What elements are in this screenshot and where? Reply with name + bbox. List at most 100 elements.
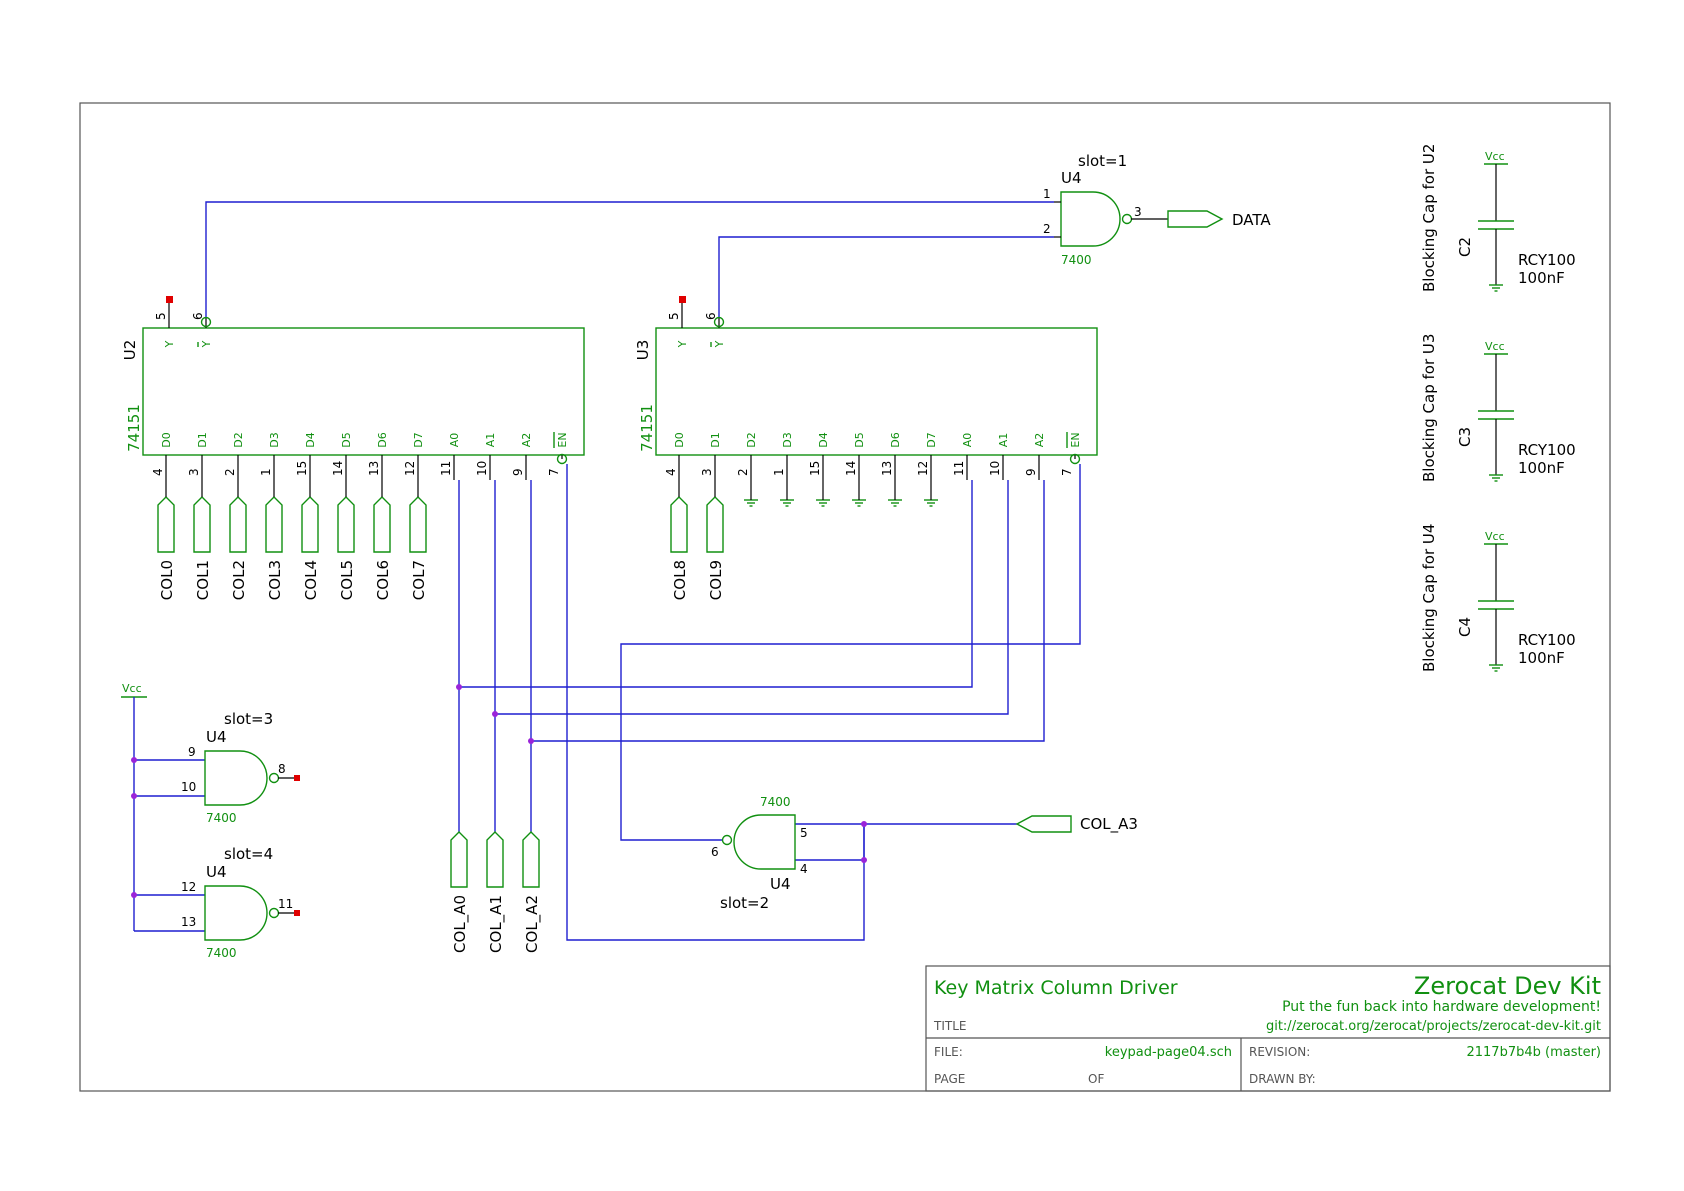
u2-pin-num: 13 (367, 461, 381, 476)
col-a2-port (522, 831, 540, 888)
u3-pin-name-d1: D1 (709, 432, 722, 447)
mux-u3-ref: U3 (634, 340, 652, 361)
nand-gate-slot2[interactable]: 7400 U4 slot=2 6 5 4 (711, 795, 808, 912)
gate1-value: 7400 (1061, 253, 1092, 267)
cap-ref: C2 (1456, 237, 1474, 257)
u3-input-label: COL8 (671, 560, 689, 600)
col-a0-port (450, 831, 468, 888)
cap-part: RCY100 (1518, 441, 1576, 459)
u2-pin-name-a2: A2 (520, 433, 533, 448)
nand-gate-slot4[interactable]: slot=4 U4 7400 12 13 11 (181, 845, 300, 960)
cap-ref: C3 (1456, 427, 1474, 447)
page-frame (79, 102, 1611, 1092)
data-output-port: DATA (1167, 210, 1271, 229)
file-caption: FILE: (934, 1045, 963, 1059)
u3-top-pin-num: 6 (704, 312, 718, 320)
u3-pin-name-a1: A1 (997, 433, 1010, 448)
u2-pin-num: 15 (295, 461, 309, 476)
u2-input-port (157, 496, 175, 553)
u2-pin-name-d2: D2 (232, 432, 245, 447)
nand-gate-slot3[interactable]: slot=3 U4 7400 9 10 8 (181, 710, 300, 825)
u3-pin-num: 1 (772, 468, 786, 476)
u2-input-label: COL4 (302, 560, 320, 600)
data-label: DATA (1232, 211, 1271, 229)
wire-u2-ybar-to-gate1 (205, 201, 1054, 317)
wire-u3-ybar-to-gate1 (718, 236, 1054, 317)
u3-pin-name-d3: D3 (781, 432, 794, 447)
u2-pin-num: 4 (151, 468, 165, 476)
u2-input-label: COL6 (374, 560, 392, 600)
gate4-ref: U4 (206, 863, 227, 881)
cap-note: Blocking Cap for U4 (1420, 524, 1438, 672)
company-name: Zerocat Dev Kit (1414, 972, 1601, 1000)
u3-y-noconnect (679, 296, 686, 303)
gate4-pin-b: 13 (181, 915, 196, 929)
page-caption: PAGE (934, 1072, 965, 1086)
cap-part: RCY100 (1518, 631, 1576, 649)
u2-pin-num: 3 (187, 468, 201, 476)
gate4-pin-out: 11 (278, 897, 293, 911)
u2-pin-num: 2 (223, 468, 237, 476)
gate1-pin-out: 3 (1134, 205, 1142, 219)
title-text: Key Matrix Column Driver (934, 977, 1178, 999)
u2-pin-name-a0: A0 (448, 433, 461, 448)
u2-input-port (337, 496, 355, 553)
u2-input-label: COL2 (230, 560, 248, 600)
gate2-slot: slot=2 (720, 894, 769, 912)
u3-pin-num: 10 (988, 461, 1002, 476)
u2-pin-name-d3: D3 (268, 432, 281, 447)
title-caption: TITLE (933, 1019, 966, 1033)
gate3-value: 7400 (206, 811, 237, 825)
u2-input-port (409, 496, 427, 553)
u3-pin-name-d2: D2 (745, 432, 758, 447)
u2-pin-num: 10 (475, 461, 489, 476)
cap-ref: C4 (1456, 617, 1474, 637)
u3-pin-name-en: EN (1069, 432, 1082, 447)
nand-gate-slot1[interactable]: slot=1 U4 7400 1 2 3 (1043, 152, 1168, 267)
u2-pin-name-d1: D1 (196, 432, 209, 447)
cap-vcc-label: Vcc (1485, 340, 1505, 353)
of-caption: OF (1088, 1072, 1104, 1086)
u2-input-label: COL3 (266, 560, 284, 600)
gate3-slot: slot=3 (224, 710, 273, 728)
u3-pin-num: 15 (808, 461, 822, 476)
u3-pin-num: 2 (736, 468, 750, 476)
u2-pin-num: 11 (439, 461, 453, 476)
u3-pin-name-d0: D0 (673, 432, 686, 447)
repo-url: git://zerocat.org/zerocat/projects/zeroc… (1266, 1019, 1601, 1034)
u3-pin-name-a2: A2 (1033, 433, 1046, 448)
col-a1-label: COL_A1 (487, 895, 506, 953)
u2-pin-name-d0: D0 (160, 432, 173, 447)
u2-pin-name-d6: D6 (376, 432, 389, 447)
vcc-unused-gates: Vcc (121, 682, 205, 932)
u3-pin-num: 4 (664, 468, 678, 476)
u2-input-label: COL0 (158, 560, 176, 600)
file-value: keypad-page04.sch (1105, 1045, 1232, 1060)
u2-input-port (193, 496, 211, 553)
gate2-value: 7400 (760, 795, 791, 809)
company-tagline: Put the fun back into hardware developme… (1282, 999, 1601, 1015)
u3-pin-num: 7 (1060, 468, 1074, 476)
title-block: Key Matrix Column Driver TITLE Zerocat D… (925, 965, 1611, 1092)
cap-value: 100nF (1518, 459, 1565, 477)
u3-pin-name-d4: D4 (817, 432, 830, 447)
u3-pin-name-d6: D6 (889, 432, 902, 447)
u2-input-port (301, 496, 319, 553)
gate1-pin-b: 2 (1043, 222, 1051, 236)
gate3-pin-b: 10 (181, 780, 196, 794)
gate3-ref: U4 (206, 728, 227, 746)
drawn-by-caption: DRAWN BY: (1249, 1072, 1316, 1086)
cap-value: 100nF (1518, 269, 1565, 287)
u3-pin-num: 9 (1024, 468, 1038, 476)
u2-input-label: COL5 (338, 560, 356, 600)
u3-top-pin-num: 5 (667, 312, 681, 320)
u3-pin-num: 11 (952, 461, 966, 476)
gate2-pin-out: 6 (711, 845, 719, 859)
u2-pin-num: 9 (511, 468, 525, 476)
revision-caption: REVISION: (1249, 1045, 1310, 1059)
